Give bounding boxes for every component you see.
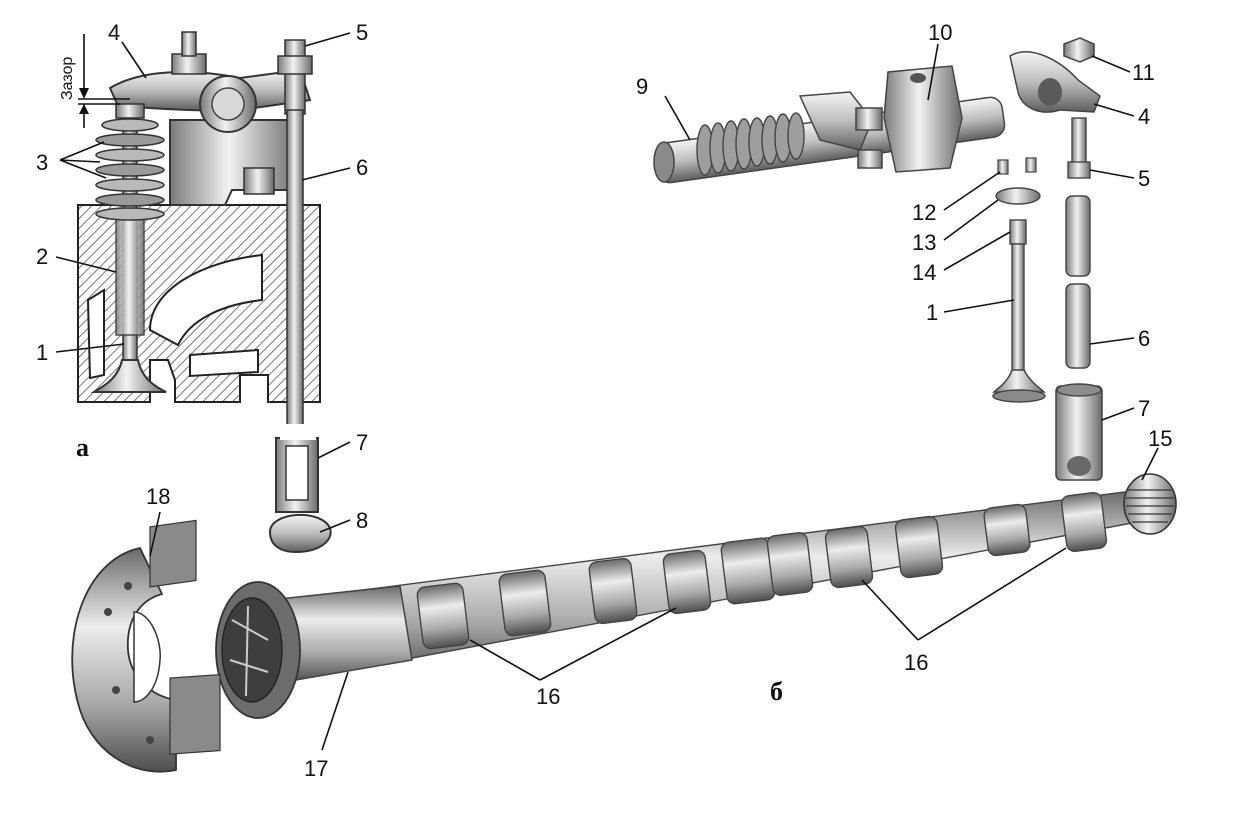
- callout-9: 9: [636, 74, 648, 99]
- pushrod-a: [286, 109, 304, 431]
- callout-6-a: 6: [356, 155, 368, 180]
- valve-stem-b: [1011, 243, 1025, 375]
- left-cavity: [86, 288, 105, 380]
- rocker-bore-b: [1038, 78, 1062, 106]
- callout-15: 15: [1148, 426, 1172, 451]
- coolant-cavity: [189, 348, 259, 378]
- view-a-section: Зазор а: [59, 31, 332, 554]
- callout-4-a: 4: [108, 20, 120, 45]
- callout-6-b: 6: [1138, 326, 1150, 351]
- flange-hub: [221, 597, 283, 703]
- bracket-hole: [910, 73, 926, 83]
- callout-8: 8: [356, 508, 368, 533]
- callout-13: 13: [912, 230, 936, 255]
- tappet-bore: [285, 445, 309, 501]
- callout-5-b: 5: [1138, 166, 1150, 191]
- flange-detail: [229, 605, 269, 697]
- callout-labels: 4 5 3 6 2 1 7 8 9 10 11 4 5 12 13 14 1 6…: [36, 20, 1172, 781]
- cam-lobe-a: [268, 514, 332, 554]
- callout-4-b: 4: [1138, 104, 1150, 129]
- gear-bolt-holes: [104, 582, 154, 744]
- adjusting-nut: [277, 55, 313, 75]
- callout-7-b: 7: [1138, 396, 1150, 421]
- gear-rim: [71, 546, 177, 773]
- callout-12: 12: [912, 200, 936, 225]
- callout-1-b: 1: [926, 300, 938, 325]
- gear-teeth: [149, 519, 221, 755]
- nut-11: [1063, 37, 1095, 63]
- top-nut: [171, 53, 207, 75]
- tappet-gap: [280, 424, 316, 440]
- cam-lobes: [416, 491, 1108, 650]
- callout-10: 10: [928, 20, 952, 45]
- gear-hub-opening: [133, 611, 161, 703]
- callout-14: 14: [912, 260, 936, 285]
- rocker-arm-on-shaft: [798, 91, 873, 151]
- shaft-spring: [696, 112, 805, 176]
- view-b-exploded: [653, 37, 1103, 481]
- leader-lines: [55, 32, 1159, 751]
- bracket-nut: [243, 167, 275, 195]
- callout-1-a: 1: [36, 340, 48, 365]
- shaft-nut: [855, 107, 883, 131]
- callout-16-right: 16: [904, 650, 928, 675]
- valve-keeper-2: [1025, 157, 1037, 173]
- caption-a: а: [76, 433, 89, 462]
- camshaft: [215, 473, 1177, 719]
- shaft-end: [653, 141, 675, 183]
- adjusting-screw-b: [1071, 117, 1087, 165]
- port-cavity: [148, 253, 263, 347]
- valve-springs: [95, 118, 165, 221]
- callout-11: 11: [1132, 60, 1155, 85]
- callout-3: 3: [36, 150, 48, 175]
- valve-face-b: [992, 389, 1046, 403]
- gear-15: [1123, 473, 1177, 535]
- rocker-bracket-b: [883, 65, 963, 173]
- spring-retainer-b: [995, 187, 1041, 205]
- top-stud: [181, 31, 197, 57]
- valve-keepers: [997, 159, 1009, 175]
- rocker-shaft-bore: [211, 87, 245, 121]
- gap-label: Зазор: [59, 57, 76, 100]
- valve-head-b: [992, 369, 1046, 393]
- caption-b: б: [770, 677, 783, 706]
- shaft-nut-lower: [857, 149, 883, 169]
- callout-7-a: 7: [356, 430, 368, 455]
- tappet-ball: [1067, 456, 1091, 476]
- gear-15-teeth: [1126, 489, 1174, 523]
- timing-gear: [71, 519, 221, 773]
- callout-18: 18: [146, 484, 170, 509]
- callout-2: 2: [36, 244, 48, 269]
- adjusting-nut-b: [1067, 161, 1091, 179]
- adjusting-screw: [284, 39, 306, 115]
- tappet-top: [1056, 383, 1102, 397]
- spring-retainer: [115, 103, 145, 119]
- callout-17: 17: [304, 756, 328, 781]
- pushrod-b-upper: [1065, 195, 1091, 277]
- valve-seal: [1009, 219, 1027, 245]
- valve-head-a: [90, 359, 167, 393]
- callout-5-a: 5: [356, 20, 368, 45]
- pushrod-b-lower: [1065, 283, 1091, 369]
- rocker-bracket: [169, 119, 302, 206]
- clearance-dimension: Зазор: [59, 34, 130, 128]
- valve-guide: [115, 214, 145, 336]
- callout-16-left: 16: [536, 684, 560, 709]
